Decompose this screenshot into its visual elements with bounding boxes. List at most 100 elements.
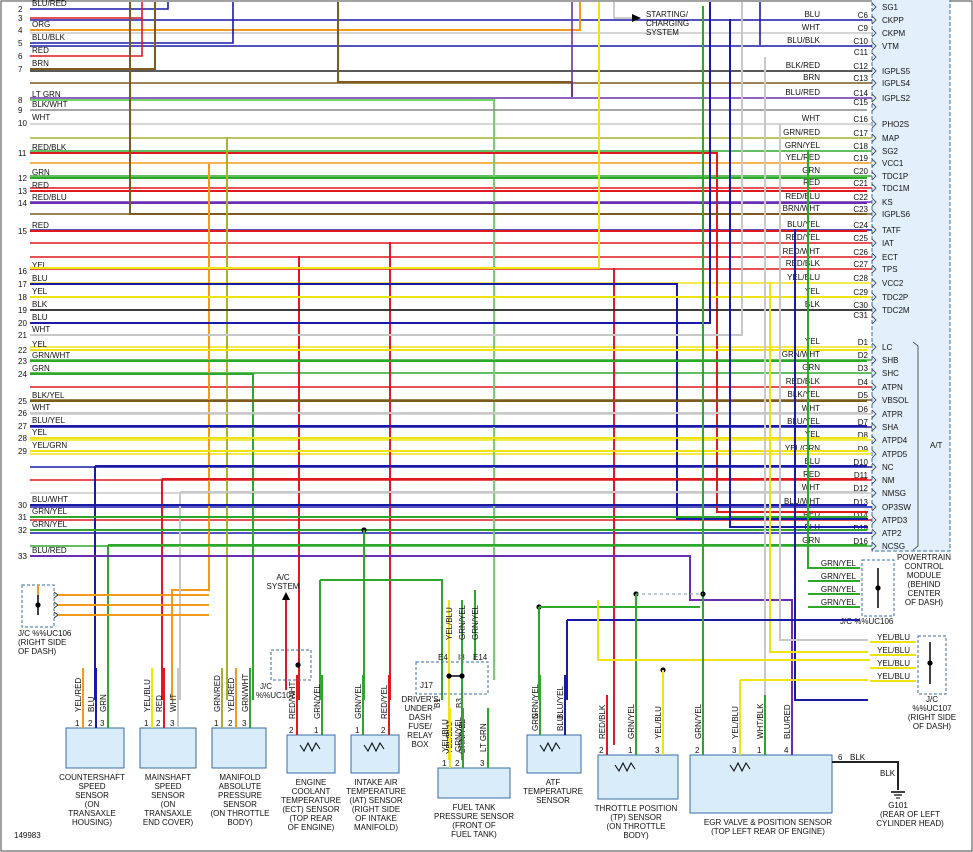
pcm-pin-number: D13: [853, 498, 868, 507]
ground-wire-label-2: BLK: [880, 769, 896, 778]
fuse-box-label: UNDER-: [404, 704, 435, 713]
pcm-signal-name: SHC: [882, 369, 899, 378]
ground-location: (REAR OF LEFT: [880, 810, 940, 819]
pcm-pin-chevron: [871, 15, 877, 25]
sensor-mainshaft-name: MAINSHAFT: [145, 773, 191, 782]
pcm-pin-number: C26: [853, 248, 868, 257]
left-wire-color-label: ORG: [32, 20, 50, 29]
sensor-fuel-pin: 2: [455, 759, 460, 768]
left-row-number: 30: [18, 501, 27, 510]
left-wire-color-label: BLU/RED: [32, 0, 67, 8]
wire-red-6: [30, 18, 143, 57]
pcm-title-line: POWERTRAIN: [897, 553, 951, 562]
left-row-number: 28: [18, 434, 27, 443]
fuse-box-label: BOX: [412, 740, 430, 749]
left-row-number: 13: [18, 187, 27, 196]
pcm-signal-name: IAT: [882, 239, 894, 248]
wire-brn: [30, 2, 156, 70]
sensor-map-wire-label: GRN/WHT: [241, 674, 250, 712]
sensor-ect-name: TEMPERATURE: [281, 796, 341, 805]
sensor-mainshaft-pin: 1: [144, 719, 149, 728]
pcm-signal-name: ATPR: [882, 410, 903, 419]
sensor-map-name: PRESSURE: [218, 791, 262, 800]
pcm-pin-chevron: [871, 252, 877, 262]
pcm-pin-chevron: [871, 292, 877, 302]
figure-id: 149983: [14, 831, 41, 840]
pcm-wire-color-label: YEL/GRN: [785, 444, 820, 453]
pcm-pin-chevron: [871, 422, 877, 432]
left-row-number: 8: [18, 96, 23, 105]
pcm-wire-color-label: GRN: [802, 363, 820, 372]
pcm-pin-chevron: [871, 146, 877, 156]
left-row-number: 7: [18, 65, 23, 74]
pcm-pin-number: C6: [858, 11, 869, 20]
left-wire-color-label: BLK: [32, 300, 48, 309]
sensor-mainshaft-wire-label: YEL/BLU: [143, 679, 152, 712]
jc-uc107-mid-label: J/C: [260, 682, 272, 691]
wire-yel-16: [30, 2, 600, 269]
pcm-wire-color-label: YEL: [805, 287, 821, 296]
sensor-tp-wire-label: YEL/BLU: [654, 706, 663, 739]
jc-uc106-left-location: (RIGHT SIDE: [18, 638, 66, 647]
left-row-number: 14: [18, 199, 27, 208]
sensor-iat-wire-label: RED/YEL: [380, 684, 389, 719]
sensor-countershaft-pin: 1: [75, 719, 80, 728]
pcm-pin-number: C29: [853, 288, 868, 297]
fuse-box-label: FUSE/: [408, 722, 432, 731]
sensor-atf-name: TEMPERATURE: [523, 787, 583, 796]
jc-uc107-right-label: OF DASH): [913, 722, 952, 731]
pcm-signal-name: VTM: [882, 42, 899, 51]
wire-blu-yel-tatf: [794, 229, 868, 701]
left-wire-color-label: WHT: [32, 113, 50, 122]
pcm-pin-number: D1: [858, 338, 869, 347]
pcm-wire-color-label: BLU: [804, 457, 820, 466]
wire-blu-20: [30, 2, 711, 324]
sensor-fuel-pin: 1: [442, 759, 447, 768]
sensor-atf-body: [526, 734, 582, 774]
pcm-pin-number: C21: [853, 179, 868, 188]
pcm-signal-name: SG2: [882, 147, 899, 156]
sensor-countershaft-wire-label: GRN: [99, 694, 108, 712]
pcm-pin-chevron: [871, 66, 877, 76]
wire-yel-red-vcc1: [171, 164, 210, 700]
pcm-pin-chevron: [871, 462, 877, 472]
pcm-wire-color-label: BLK/RED: [786, 61, 820, 70]
left-row-number: 3: [18, 14, 23, 23]
left-row-number: 27: [18, 422, 27, 431]
pcm-pin-chevron: [871, 209, 877, 219]
sensor-map-pin: 2: [228, 719, 233, 728]
sensor-fuel-name: FUEL TANK): [451, 830, 497, 839]
pcm-pin-chevron: [871, 355, 877, 365]
left-wire-color-label: YEL/GRN: [32, 441, 67, 450]
left-row-number: 2: [18, 5, 23, 14]
ground-name: G101: [888, 801, 908, 810]
ac-arrow: [282, 592, 290, 600]
pcm-title-line: MODULE: [907, 571, 941, 580]
sensor-atf-wire-label: GRN/YEL: [531, 683, 540, 719]
pcm-wire-color-label: RED/YEL: [786, 233, 821, 242]
sensor-countershaft-name: SPEED: [78, 782, 105, 791]
sensor-ect-wire-label: GRN/YEL: [313, 683, 322, 719]
wire-blu-red-33: [30, 555, 793, 745]
left-row-number: 23: [18, 357, 27, 366]
pcm-pin-chevron: [871, 183, 877, 193]
left-row-number: 18: [18, 293, 27, 302]
fuse-terminal-b3: B3: [455, 698, 464, 708]
starting-system-label: CHARGING: [646, 19, 689, 28]
sensor-atf-element: [539, 741, 561, 753]
pcm-wire-color-label: WHT: [802, 114, 820, 123]
pcm-wire-color-label: BRN: [803, 73, 820, 82]
pcm-signal-name: TDC1M: [882, 184, 910, 193]
wire-blu-red-top: [30, 2, 169, 10]
sensor-iat-name: OF INTAKE: [355, 814, 397, 823]
fuse-top-wire-label: GRN/YEL: [458, 604, 467, 640]
left-row-number: 16: [18, 267, 27, 276]
sensor-iat-name: TEMPERATURE: [346, 787, 406, 796]
pcm-pin-number: D12: [853, 484, 868, 493]
sensor-egr-pin: 1: [757, 746, 762, 755]
jc-uc106-left-label: J/C %%UC106: [18, 629, 72, 638]
pcm-pin-number: D2: [858, 351, 869, 360]
pcm-pin-number: C24: [853, 221, 868, 230]
pcm-signal-name: IGPLS6: [882, 210, 911, 219]
left-wire-color-label: BLU/WHT: [32, 495, 68, 504]
